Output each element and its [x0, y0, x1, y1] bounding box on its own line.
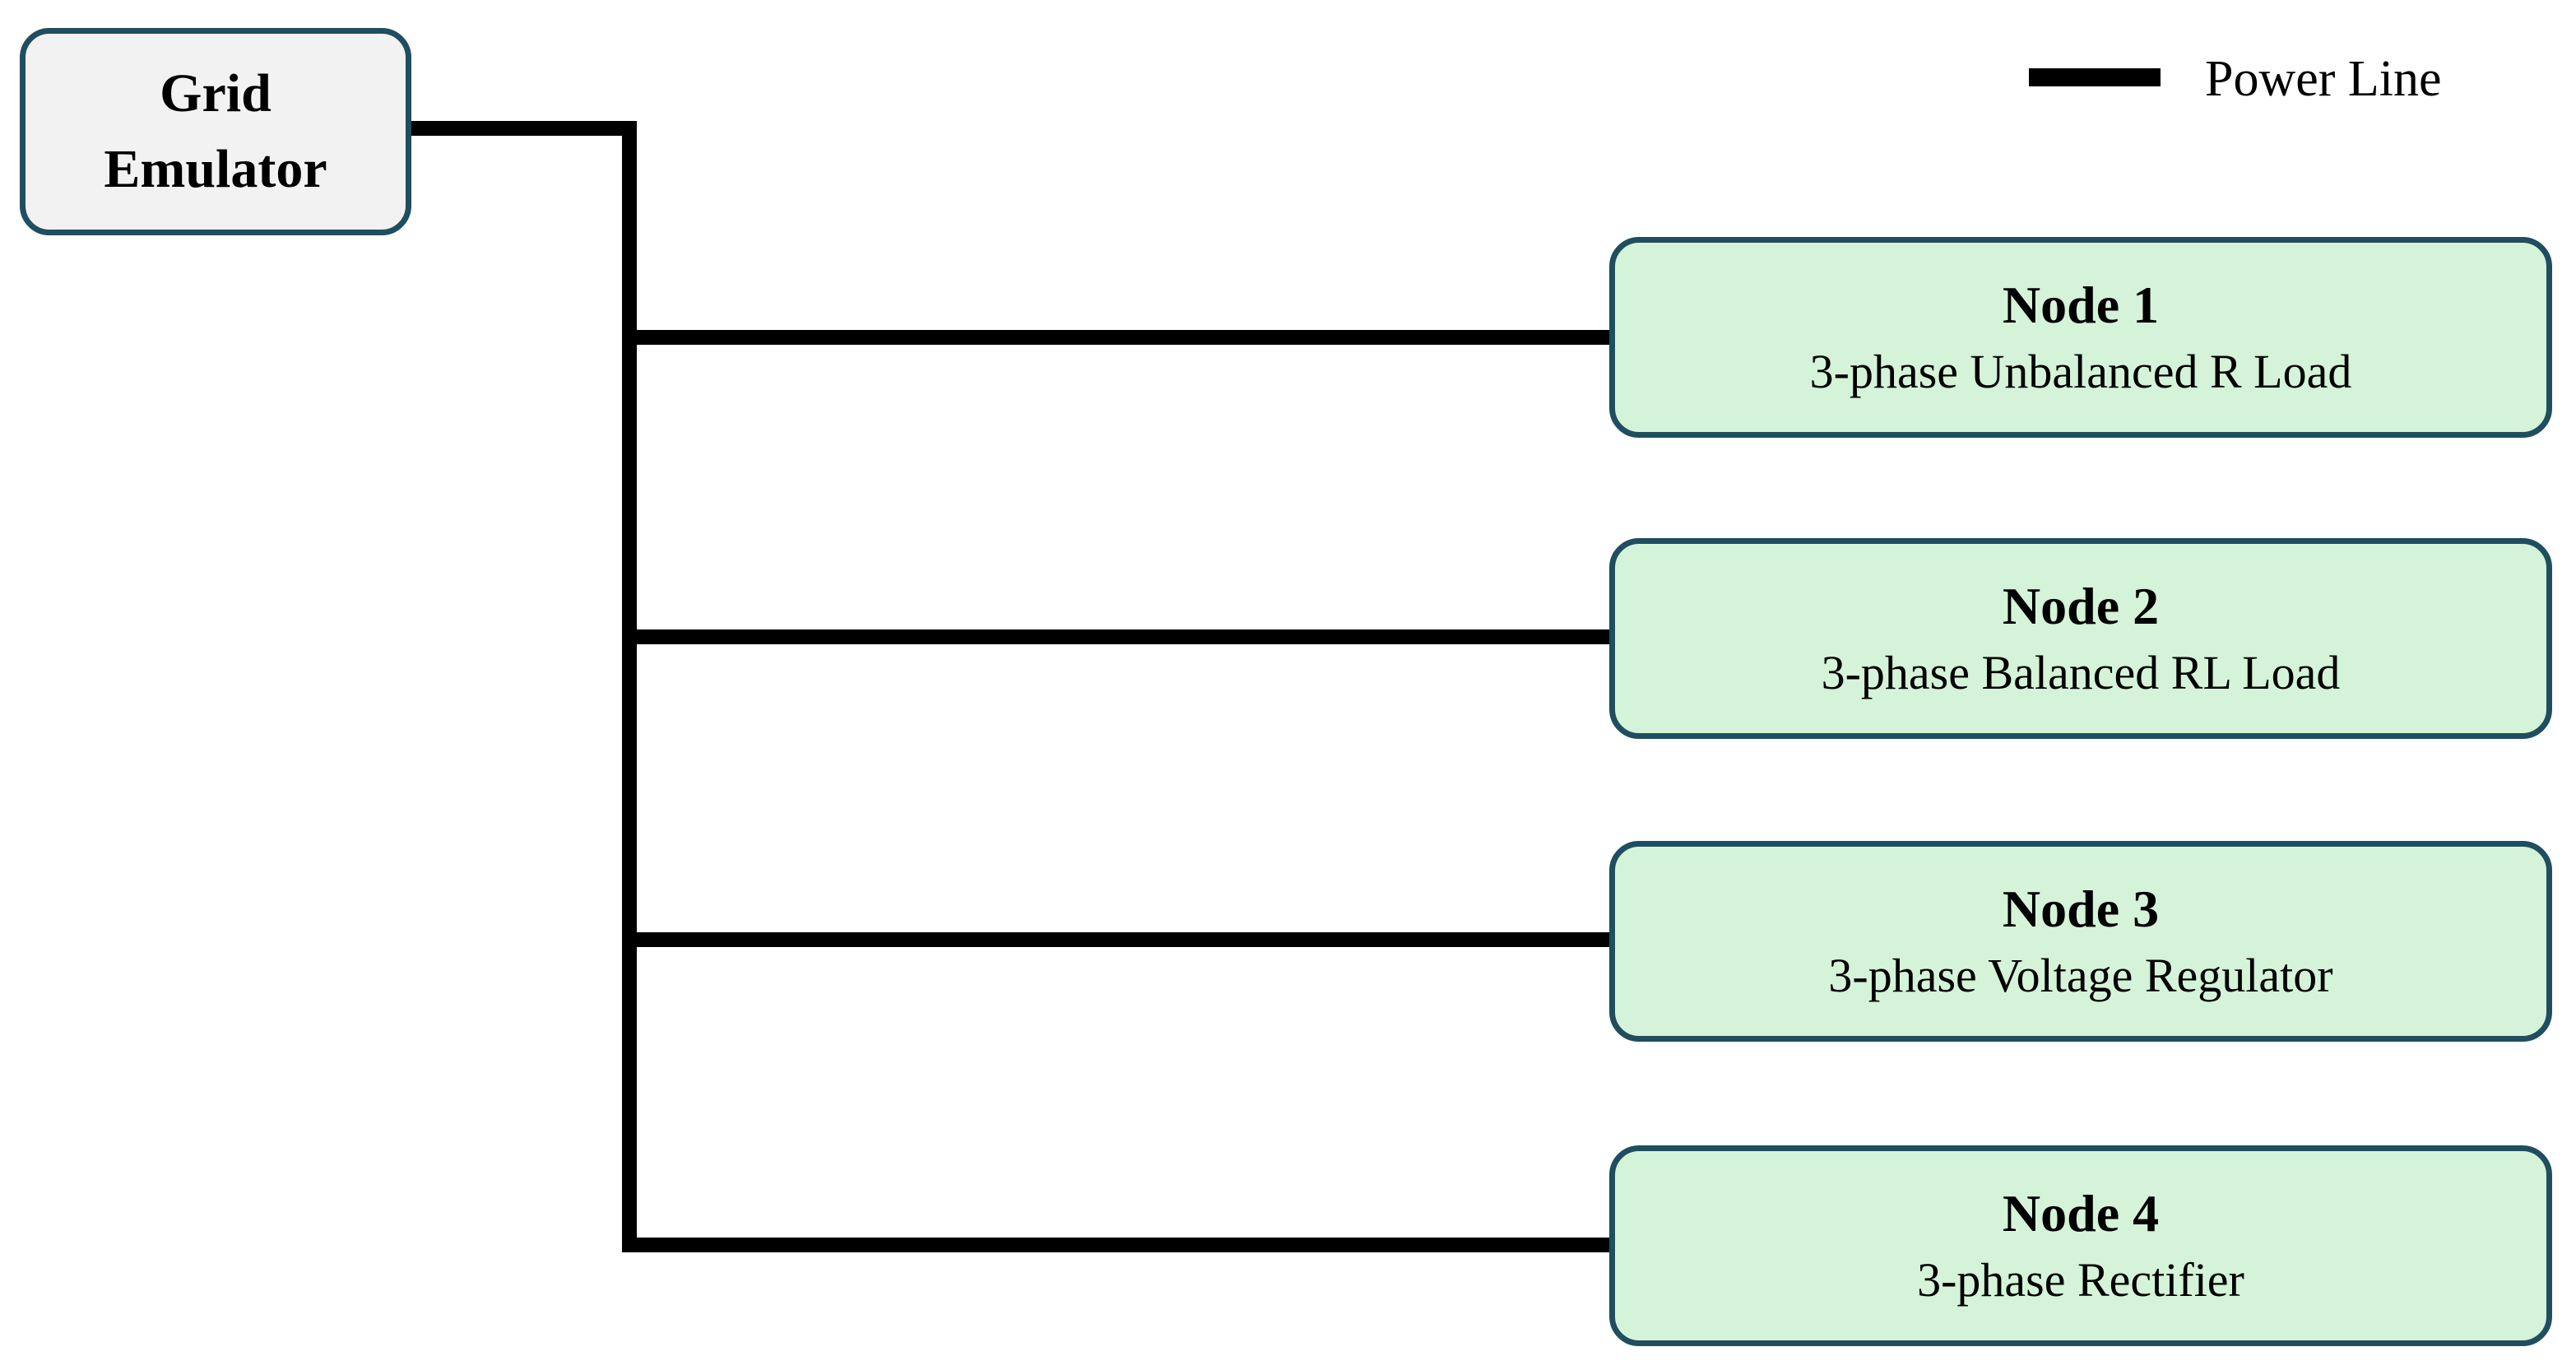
- grid-emulator-box: Grid Emulator: [20, 28, 411, 235]
- node-3-title: Node 3: [2002, 880, 2160, 938]
- legend-label: Power Line: [2205, 51, 2442, 107]
- node-2-title: Node 2: [2002, 577, 2160, 635]
- node-2-box: Node 2 3-phase Balanced RL Load: [1609, 538, 2552, 739]
- node-1-title: Node 1: [2002, 276, 2160, 334]
- node-3-box: Node 3 3-phase Voltage Regulator: [1609, 841, 2552, 1042]
- grid-emulator-label-line2: Emulator: [104, 139, 327, 199]
- node-4-box: Node 4 3-phase Rectifier: [1609, 1145, 2552, 1346]
- node-2-description: 3-phase Balanced RL Load: [1821, 646, 2341, 699]
- node-1-box: Node 1 3-phase Unbalanced R Load: [1609, 237, 2552, 438]
- node-3-description: 3-phase Voltage Regulator: [1828, 949, 2333, 1002]
- grid-emulator-label-line1: Grid: [160, 63, 272, 123]
- node-4-description: 3-phase Rectifier: [1917, 1253, 2244, 1307]
- node-4-title: Node 4: [2002, 1184, 2160, 1242]
- node-1-description: 3-phase Unbalanced R Load: [1809, 345, 2352, 398]
